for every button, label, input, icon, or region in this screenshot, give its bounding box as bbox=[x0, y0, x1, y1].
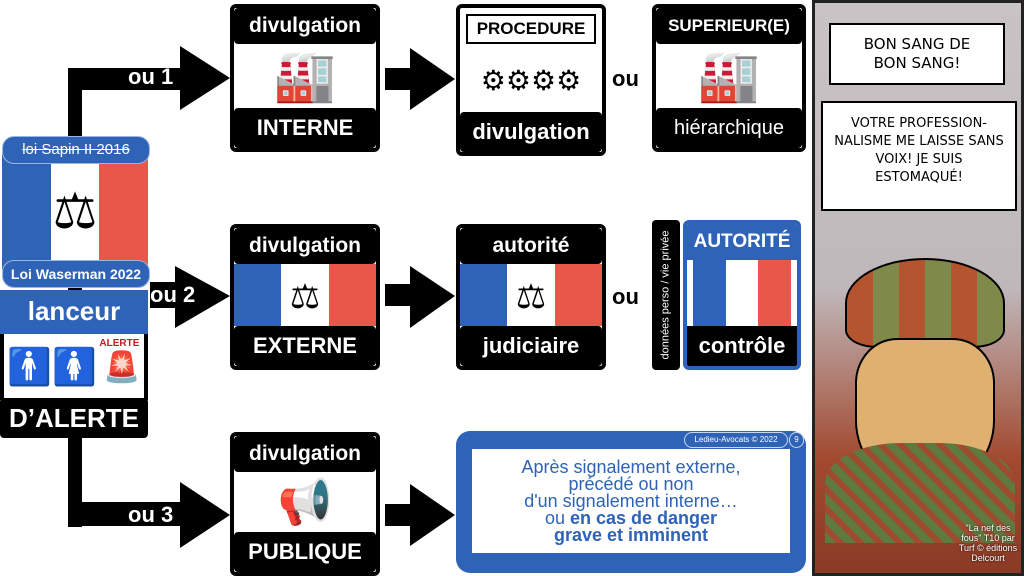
whistleblower-icons: 🚹🚺 🚨ALERTE bbox=[0, 334, 148, 400]
card-header: SUPERIEUR(E) bbox=[656, 8, 802, 44]
comic-bubble: BON SANG DE BON SANG! bbox=[829, 23, 1005, 85]
justice-flag: ⚖ bbox=[2, 152, 149, 270]
french-flag bbox=[687, 260, 797, 326]
comic-bubble: VOTRE PROFESSION-NALISME ME LAISSE SANS … bbox=[821, 101, 1017, 211]
card-public-disclosure: divulgation 📢 PUBLIQUE bbox=[230, 432, 380, 576]
character-scarf bbox=[825, 443, 1015, 543]
man-woman-icon: 🚹🚺 bbox=[7, 346, 97, 387]
lanceur-title: lanceur bbox=[0, 290, 148, 334]
card-footer: judiciaire bbox=[460, 326, 602, 366]
card-header: autorité bbox=[460, 228, 602, 264]
card-footer: EXTERNE bbox=[234, 326, 376, 366]
arrow-row1 bbox=[410, 48, 455, 110]
arrow-row3 bbox=[410, 484, 455, 546]
justice-flag: ⚖ bbox=[234, 264, 376, 326]
comic-credit: "La nef des fous" T10 par Turf © édition… bbox=[958, 523, 1018, 563]
comic-panel: BON SANG DE BON SANG! VOTRE PROFESSION-N… bbox=[812, 0, 1024, 576]
card-control-authority: AUTORITÉ contrôle bbox=[683, 220, 801, 370]
side-label-personal-data: données perso / vie privée bbox=[652, 220, 680, 370]
note-line: grave et imminent bbox=[553, 525, 709, 545]
card-superior: SUPERIEUR(E) 🏭 hiérarchique bbox=[652, 4, 806, 152]
character-face bbox=[845, 258, 1005, 348]
card-external-disclosure: divulgation ⚖ EXTERNE bbox=[230, 224, 380, 370]
connector-bottom bbox=[68, 502, 198, 526]
arrows bbox=[150, 46, 455, 548]
alerte-title: D’ALERTE bbox=[0, 398, 148, 438]
or-label: ou bbox=[612, 284, 639, 309]
note-line: précédé ou non bbox=[568, 474, 694, 494]
branch-label-2: ou 2 bbox=[150, 282, 196, 307]
note-line: d'un signalement interne… bbox=[524, 491, 738, 511]
arrow-ou1 bbox=[180, 46, 230, 110]
or-label: ou bbox=[612, 66, 639, 91]
factory-icon: 🏭 bbox=[273, 47, 337, 104]
alert-siren-icon: 🚨ALERTE bbox=[99, 337, 141, 384]
factory-icon: 🏭 bbox=[697, 47, 761, 104]
card-footer: INTERNE bbox=[234, 108, 376, 148]
card-header: divulgation bbox=[234, 436, 376, 472]
left-panel: ⚖ loi Sapin II 2016 Loi Waserman 2022 la… bbox=[0, 136, 152, 438]
old-law-pill: loi Sapin II 2016 bbox=[2, 136, 150, 164]
branch-label-1: ou 1 bbox=[128, 64, 174, 89]
card-header: AUTORITÉ bbox=[687, 224, 797, 260]
card-header: PROCEDURE bbox=[466, 14, 596, 44]
card-judicial-authority: autorité ⚖ judiciaire bbox=[456, 224, 606, 370]
justice-flag: ⚖ bbox=[460, 264, 602, 326]
note-box: Ledieu-Avocats © 2022 9 Après signalemen… bbox=[456, 431, 806, 573]
connector-top bbox=[68, 68, 198, 90]
card-footer: hiérarchique bbox=[656, 108, 802, 148]
page-number: 9 bbox=[789, 432, 804, 448]
card-footer: contrôle bbox=[687, 326, 797, 366]
note-line: ou en cas de danger bbox=[544, 508, 718, 528]
card-header: divulgation bbox=[234, 228, 376, 264]
note-line: Après signalement externe, bbox=[521, 457, 741, 477]
arrow-row2 bbox=[410, 266, 455, 328]
card-header: divulgation bbox=[234, 8, 376, 44]
arrow-ou3 bbox=[180, 482, 230, 548]
megaphone-icon: 📢 bbox=[277, 478, 333, 527]
note-text: Après signalement externe, précédé ou no… bbox=[472, 449, 790, 553]
branch-label-3: ou 3 bbox=[128, 502, 174, 527]
card-internal-disclosure: divulgation 🏭 INTERNE bbox=[230, 4, 380, 152]
card-procedure: PROCEDURE ⚙⚙⚙⚙ divulgation bbox=[456, 4, 606, 156]
copyright-pill: Ledieu-Avocats © 2022 bbox=[684, 432, 788, 448]
arrow-ou2 bbox=[175, 266, 230, 328]
new-law-pill: Loi Waserman 2022 bbox=[2, 260, 150, 288]
gears-icon: ⚙⚙⚙⚙ bbox=[480, 64, 582, 96]
card-footer: divulgation bbox=[460, 112, 602, 152]
card-footer: PUBLIQUE bbox=[234, 532, 376, 572]
